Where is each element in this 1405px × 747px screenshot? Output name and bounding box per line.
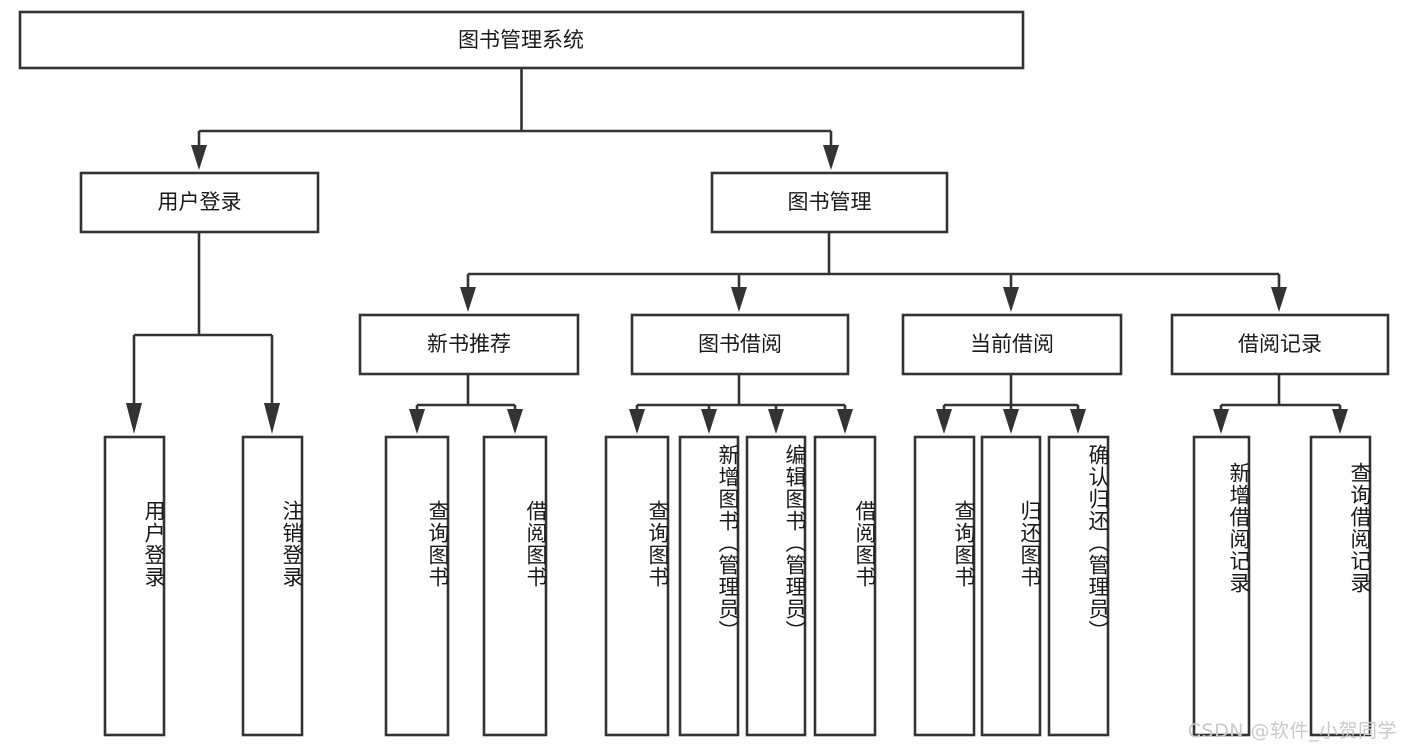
node-new-book-rec-label: 新书推荐 (427, 332, 511, 356)
node-leaf-add-book-box[interactable] (678, 435, 740, 737)
node-book-borrow-box[interactable] (630, 313, 850, 376)
node-leaf-edit-book-box[interactable] (745, 435, 807, 737)
node-borrow-record-box[interactable] (1170, 313, 1390, 376)
node-leaf-query-book-1-box[interactable] (384, 435, 450, 737)
node-leaf-query-record-box[interactable] (1309, 435, 1372, 737)
arrow-head-new-book-rec (460, 287, 476, 312)
node-user-login[interactable]: 用户登录 (79, 171, 320, 234)
arrow-head-leaf-query-book-2 (629, 409, 645, 434)
node-book-manage-box[interactable] (710, 171, 949, 234)
arrow-head-leaf-query-book-1 (409, 409, 425, 434)
arrow-head-leaf-user-login (126, 403, 142, 434)
node-new-book-rec[interactable]: 新书推荐 (358, 313, 580, 376)
arrow-head-borrow-record (1271, 287, 1287, 312)
node-book-manage-label: 图书管理 (788, 190, 872, 214)
node-current-borrow-label: 当前借阅 (970, 332, 1054, 356)
node-leaf-user-login-box[interactable] (103, 435, 166, 737)
node-user-login-box[interactable] (79, 171, 320, 234)
connector-layer (126, 68, 1348, 434)
csdn-watermark: CSDN @软件_小贺同学 (1187, 720, 1397, 742)
node-root-box[interactable] (18, 10, 1025, 70)
node-book-borrow-label: 图书借阅 (698, 332, 782, 356)
node-root-label: 图书管理系统 (458, 28, 584, 52)
node-leaf-borrow-book-2-box[interactable] (813, 435, 877, 737)
arrow-head-leaf-return-book (1003, 409, 1019, 434)
arrow-head-leaf-query-book-3 (936, 409, 952, 434)
node-book-manage[interactable]: 图书管理 (710, 171, 949, 234)
node-leaf-add-record-box[interactable] (1192, 435, 1251, 737)
node-root[interactable]: 图书管理系统 (18, 10, 1025, 70)
node-layer: 图书管理系统 用户登录 图书管理 新书推荐 图书借阅 (18, 10, 1390, 737)
node-leaf-borrow-book-1-box[interactable] (482, 435, 548, 737)
arrow-head-book-borrow (731, 287, 747, 312)
arrow-head-leaf-logout (264, 403, 280, 434)
arrow-head-leaf-add-book (701, 409, 717, 434)
arrow-head-leaf-add-record (1213, 409, 1229, 434)
node-user-login-label: 用户登录 (158, 190, 242, 214)
arrow-head-leaf-confirm-return (1070, 409, 1086, 434)
arrow-head-user-login (191, 145, 207, 170)
arrow-head-current-borrow (1003, 287, 1019, 312)
arrow-head-leaf-edit-book (768, 409, 784, 434)
node-leaf-return-book-box[interactable] (980, 435, 1042, 737)
arrow-head-book-manage (823, 145, 839, 170)
node-new-book-rec-box[interactable] (358, 313, 580, 376)
arrow-head-leaf-borrow-book-1 (507, 409, 523, 434)
node-current-borrow[interactable]: 当前借阅 (901, 313, 1123, 376)
node-borrow-record-label: 借阅记录 (1238, 332, 1322, 356)
node-leaf-query-book-2-box[interactable] (604, 435, 670, 737)
node-borrow-record[interactable]: 借阅记录 (1170, 313, 1390, 376)
arrow-head-leaf-borrow-book-2 (837, 409, 853, 434)
node-leaf-confirm-return-box[interactable] (1047, 435, 1110, 737)
arrow-head-leaf-query-record (1332, 409, 1348, 434)
node-leaf-query-book-3-box[interactable] (913, 435, 976, 737)
node-leaf-logout-box[interactable] (241, 435, 304, 737)
node-current-borrow-box[interactable] (901, 313, 1123, 376)
node-book-borrow[interactable]: 图书借阅 (630, 313, 850, 376)
